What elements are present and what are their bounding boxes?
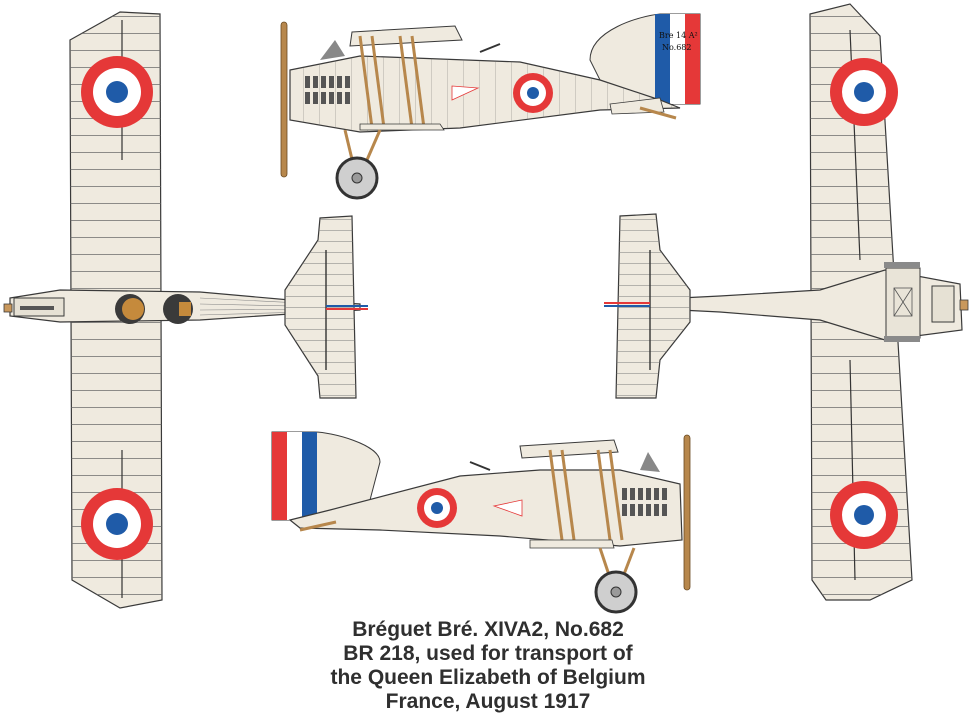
bottom-view <box>604 3 969 601</box>
roundel-icon <box>830 58 898 126</box>
roundel-icon <box>81 488 153 560</box>
tail-type-text: Bre 14 A² <box>659 31 698 40</box>
roundel-icon <box>830 481 898 549</box>
side-view-left: Bre 14 A² No.682 <box>280 13 701 200</box>
side-fuselage <box>288 469 683 547</box>
caption-block: Bréguet Bré. XIVA2, No.682 BR 218, used … <box>0 618 976 714</box>
roundel-icon <box>513 73 553 113</box>
tail-serial-text: No.682 <box>662 43 692 52</box>
bottom-view-fuselage <box>639 269 963 341</box>
caption-line-1: Bréguet Bré. XIVA2, No.682 <box>352 618 624 641</box>
caption-line-4: France, August 1917 <box>385 690 591 713</box>
roundel-icon <box>81 56 153 128</box>
roundel-icon <box>417 488 457 528</box>
side-view-right <box>271 431 691 614</box>
top-view <box>3 11 368 609</box>
caption-line-3: the Queen Elizabeth of Belgium <box>330 666 646 689</box>
caption-line-2: BR 218, used for transport of <box>343 642 633 665</box>
